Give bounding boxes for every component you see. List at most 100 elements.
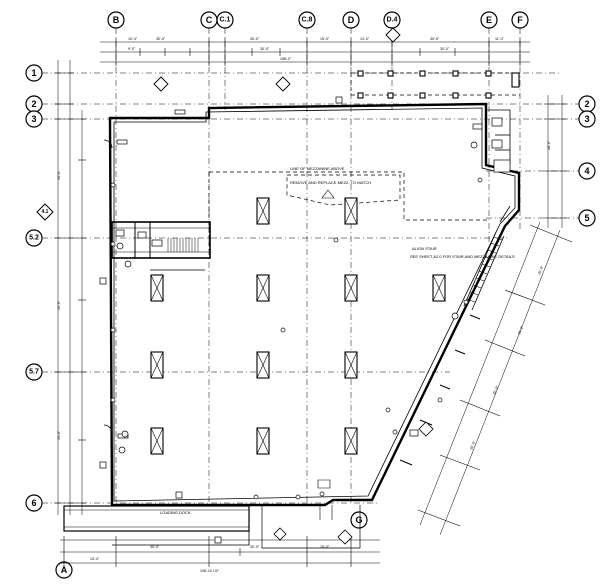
grid-bubble-3: 3 <box>25 110 43 128</box>
svg-text:9'-0": 9'-0" <box>128 47 136 51</box>
grid-bubble-C: C <box>200 11 218 29</box>
svg-text:30'-0": 30'-0" <box>440 47 450 51</box>
dimension-strings: 10'-4" 30'-0" 30'-0" 15'-0" 14'-0" 30'-0" 1… <box>54 37 573 573</box>
grid-label-2-right: 2 <box>584 99 589 109</box>
svg-text:15'-0": 15'-0" <box>320 37 330 41</box>
grid-label-5-7: 5.7 <box>29 369 39 376</box>
grid-label-C1: C.1 <box>220 17 231 24</box>
svg-text:20'-0": 20'-0" <box>517 325 524 336</box>
grid-label-E: E <box>486 15 492 25</box>
svg-text:45'-0": 45'-0" <box>57 430 61 440</box>
svg-text:30'-0": 30'-0" <box>150 545 160 549</box>
canopy-area <box>350 70 520 99</box>
svg-text:40'-0": 40'-0" <box>57 170 61 180</box>
grid-label-D: D <box>348 15 355 25</box>
grid-label-6: 6 <box>31 498 36 508</box>
grid-label-F: F <box>517 15 523 25</box>
mezzanine-outline <box>208 171 490 250</box>
svg-text:20'-0": 20'-0" <box>469 440 476 451</box>
entry-ramps <box>261 479 361 549</box>
equipment-box <box>491 117 503 127</box>
equipment-box <box>493 159 511 173</box>
left-wall-fixtures <box>99 109 186 469</box>
grid-label-C8: C.8 <box>302 17 313 24</box>
column <box>344 274 358 302</box>
grid-label-C: C <box>206 15 213 25</box>
building-walls <box>108 102 521 507</box>
svg-text:14'-0": 14'-0" <box>360 37 370 41</box>
grid-bubble-G: G <box>350 511 368 529</box>
grid-bubble-3-right: 3 <box>578 110 596 128</box>
note-stair: ALIGN STAIR <box>412 246 437 251</box>
grid-label-2: 2 <box>31 99 36 109</box>
svg-text:10'-4": 10'-4" <box>90 557 100 561</box>
svg-text:30'-0": 30'-0" <box>250 545 260 549</box>
svg-text:45'-0": 45'-0" <box>57 300 61 310</box>
grid-bubble-1: 1 <box>25 64 43 82</box>
grid-bubble-C8: C.8 <box>298 11 316 29</box>
grid-bubble-E: E <box>480 11 498 29</box>
storefront-diagonal <box>385 312 481 466</box>
svg-text:15'-0": 15'-0" <box>320 545 330 549</box>
grid-bubble-6: 6 <box>25 494 43 512</box>
svg-text:30'-0": 30'-0" <box>250 37 260 41</box>
keynote-tags <box>153 27 483 305</box>
grid-bubble-5-2: 5.2 <box>25 229 43 247</box>
column <box>344 427 358 455</box>
note-sheet-ref: SEE SHEET A2.0 FOR STAIR AND MEZZANINE D… <box>410 254 515 259</box>
column <box>432 274 446 302</box>
note-mezzanine-sub: REMOVE AND REPLACE MEZZ. TO MATCH <box>290 180 371 185</box>
grid-label-B: B <box>113 15 120 25</box>
svg-text:20'-0": 20'-0" <box>492 385 499 396</box>
warning-triangle-icon <box>321 189 335 199</box>
grid-label-3-right: 3 <box>584 114 589 124</box>
grid-label-4-right: 4 <box>584 166 589 176</box>
svg-text:10'-4": 10'-4" <box>128 37 138 41</box>
grid-bubble-D: D <box>342 11 360 29</box>
column <box>344 197 358 225</box>
svg-text:30'-0": 30'-0" <box>260 47 270 51</box>
floor-markers <box>175 237 339 500</box>
svg-text:11'-0": 11'-0" <box>495 37 505 41</box>
grid-label-D4: D.4 <box>387 17 398 24</box>
section-tag-left-label: 4.1 <box>42 209 49 215</box>
grid-bubble-C1: C.1 <box>216 11 234 29</box>
column <box>150 274 164 302</box>
loading-dock <box>63 505 250 546</box>
diagonal-stair <box>463 205 511 311</box>
grid-label-3: 3 <box>31 114 36 124</box>
grid-label-1: 1 <box>31 68 36 78</box>
grid-bubble-F: F <box>511 11 529 29</box>
svg-text:18'-0": 18'-0" <box>547 140 551 150</box>
column <box>256 427 270 455</box>
note-loading-dock: LOADING DOCK <box>160 510 191 515</box>
grid-label-5-right: 5 <box>584 213 589 223</box>
svg-text:30'-0": 30'-0" <box>430 37 440 41</box>
svg-text:30'-0": 30'-0" <box>156 37 166 41</box>
note-mezzanine-line: LINE OF MEZZANINE ABOVE <box>290 166 345 171</box>
grid-bubble-5-right: 5 <box>578 209 596 227</box>
grid-bubble-4-right: 4 <box>578 162 596 180</box>
svg-text:158'-2": 158'-2" <box>280 57 292 61</box>
column <box>150 351 164 379</box>
grid-bubble-2: 2 <box>25 95 43 113</box>
stair-core <box>111 221 211 268</box>
grid-bubble-5-7: 5.7 <box>25 363 43 381</box>
grid-label-A: A <box>61 565 68 575</box>
equipment-box <box>491 139 503 149</box>
grid-bubble-2-right: 2 <box>578 95 596 113</box>
column <box>256 351 270 379</box>
structural-columns <box>150 197 446 455</box>
column <box>344 351 358 379</box>
column <box>256 274 270 302</box>
grid-label-G: G <box>355 515 362 525</box>
section-tag-left: 4.1 <box>36 203 54 221</box>
column <box>150 427 164 455</box>
column <box>256 197 270 225</box>
svg-text:108'-10 1/2": 108'-10 1/2" <box>200 569 220 573</box>
grid-label-5-2: 5.2 <box>29 235 39 242</box>
svg-text:20'-0": 20'-0" <box>537 265 544 276</box>
grid-bubble-B: B <box>107 11 125 29</box>
grid-bubble-D4: D.4 <box>383 11 401 29</box>
